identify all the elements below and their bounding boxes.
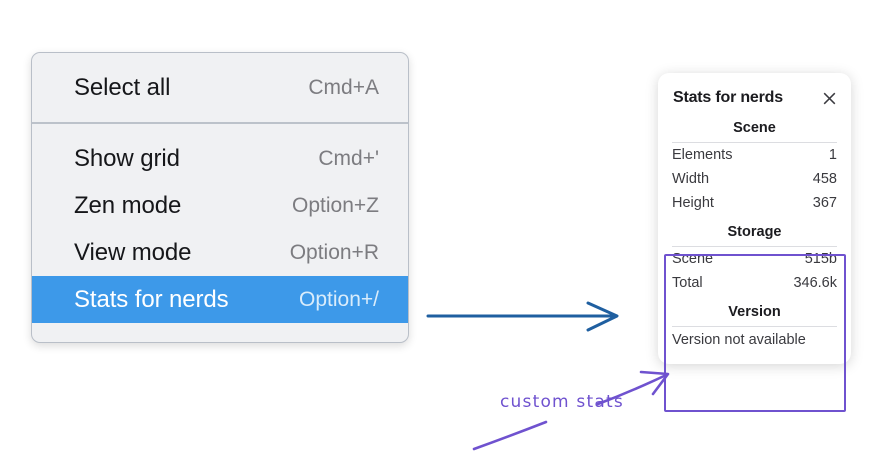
stat-value: 458 (812, 171, 837, 187)
stat-value: 1 (828, 147, 837, 163)
menu-group-padding (32, 323, 408, 342)
section-divider (672, 246, 837, 247)
menu-item-zen-mode[interactable]: Zen mode Option+Z (32, 182, 408, 229)
close-icon[interactable] (821, 90, 838, 107)
flow-arrow-icon (426, 301, 619, 332)
stat-value: 515b (804, 251, 837, 267)
stat-label: Height (672, 195, 714, 211)
context-menu[interactable]: Select all Cmd+A Show grid Cmd+' Zen mod… (31, 52, 409, 343)
menu-item-show-grid[interactable]: Show grid Cmd+' (32, 135, 408, 182)
menu-item-shortcut: Cmd+A (308, 75, 379, 99)
menu-item-stats-for-nerds[interactable]: Stats for nerds Option+/ (32, 276, 408, 323)
stats-panel-title: Stats for nerds (673, 89, 783, 106)
stat-label: Scene (672, 251, 714, 267)
menu-item-label: Stats for nerds (74, 285, 229, 313)
stat-value: 367 (812, 195, 837, 211)
version-note: Version not available (672, 332, 806, 348)
menu-item-label: Select all (74, 73, 171, 101)
section-heading-storage: Storage (727, 224, 782, 240)
context-menu-group-2: Show grid Cmd+' Zen mode Option+Z View m… (32, 122, 408, 342)
context-menu-group-1: Select all Cmd+A (32, 53, 408, 122)
annotation-label: custom stats (500, 392, 624, 412)
stat-value: 346.6k (793, 275, 837, 291)
stats-for-nerds-panel: Stats for nerds Scene Elements 1 Width 4… (658, 73, 851, 364)
menu-item-shortcut: Cmd+' (318, 146, 379, 170)
menu-item-label: Show grid (74, 144, 180, 172)
section-heading-scene: Scene (733, 120, 776, 136)
menu-item-label: View mode (74, 238, 192, 266)
callout-underline-stroke (472, 420, 548, 451)
menu-group-padding (32, 53, 408, 64)
stats-panel-header: Stats for nerds (658, 85, 851, 111)
menu-item-shortcut: Option+R (289, 240, 379, 264)
menu-item-label: Zen mode (74, 191, 182, 219)
menu-item-shortcut: Option+Z (292, 193, 379, 217)
menu-item-shortcut: Option+/ (299, 287, 379, 311)
menu-item-select-all[interactable]: Select all Cmd+A (32, 64, 408, 111)
stats-row-height: Height 367 (658, 191, 851, 215)
stats-row-elements: Elements 1 (658, 143, 851, 167)
menu-item-view-mode[interactable]: View mode Option+R (32, 229, 408, 276)
stat-label: Width (672, 171, 710, 187)
stat-label: Total (672, 275, 703, 291)
section-divider (672, 142, 837, 143)
menu-group-padding (32, 111, 408, 122)
stats-row-width: Width 458 (658, 167, 851, 191)
stats-row-storage-scene: Scene 515b (658, 247, 851, 271)
stats-row-storage-total: Total 346.6k (658, 271, 851, 295)
section-heading-version: Version (728, 304, 781, 320)
menu-group-padding (32, 124, 408, 135)
stat-label: Elements (672, 147, 733, 163)
section-divider (672, 326, 837, 327)
